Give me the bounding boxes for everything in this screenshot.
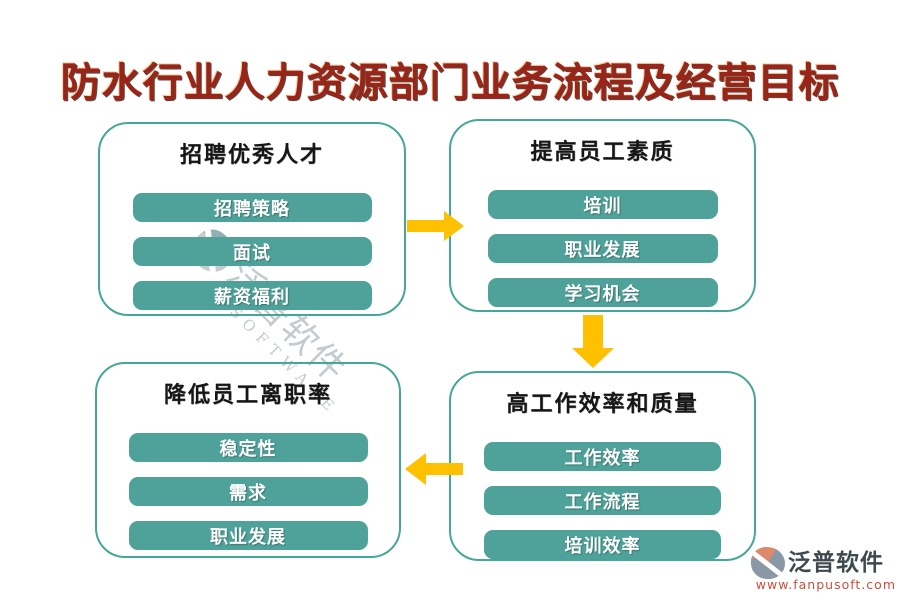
fanpu-logo-icon [751,547,785,579]
flow-box-recruit: 招聘优秀人才 招聘策略 面试 薪资福利 [98,122,406,316]
flow-item: 面试 [132,237,372,266]
arrow-down-icon [572,315,614,368]
page-title: 防水行业人力资源部门业务流程及经营目标 [60,59,840,106]
flow-box-quality: 提高员工素质 培训 职业发展 学习机会 [449,119,756,312]
flow-box-efficiency: 高工作效率和质量 工作效率 工作流程 培训效率 [449,371,756,561]
flow-item: 培训 [487,190,718,219]
box-heading: 招聘优秀人才 [179,142,324,168]
flow-item: 需求 [128,477,368,506]
flow-item: 薪资福利 [132,281,372,310]
arrow-right-icon [407,211,464,241]
fanpu-logo-url: www.fanpusoft.com [755,577,896,592]
box-heading: 高工作效率和质量 [506,391,699,417]
flow-item: 学习机会 [487,278,718,307]
fanpu-logo-name: 泛普软件 [788,550,884,576]
flow-item: 职业发展 [487,234,718,263]
flow-item: 培训效率 [484,530,721,559]
arrow-left-icon [405,453,463,485]
box-heading: 提高员工素质 [530,139,675,165]
box-heading: 降低员工离职率 [163,382,332,408]
flow-item: 招聘策略 [132,193,372,222]
flow-item: 职业发展 [128,521,368,550]
flow-box-turnover: 降低员工离职率 稳定性 需求 职业发展 [95,362,401,558]
flow-item: 稳定性 [128,433,368,462]
flow-item: 工作效率 [484,442,721,471]
fanpu-logo: 泛普软件 www.fanpusoft.com [751,547,896,592]
flow-item: 工作流程 [484,486,721,515]
